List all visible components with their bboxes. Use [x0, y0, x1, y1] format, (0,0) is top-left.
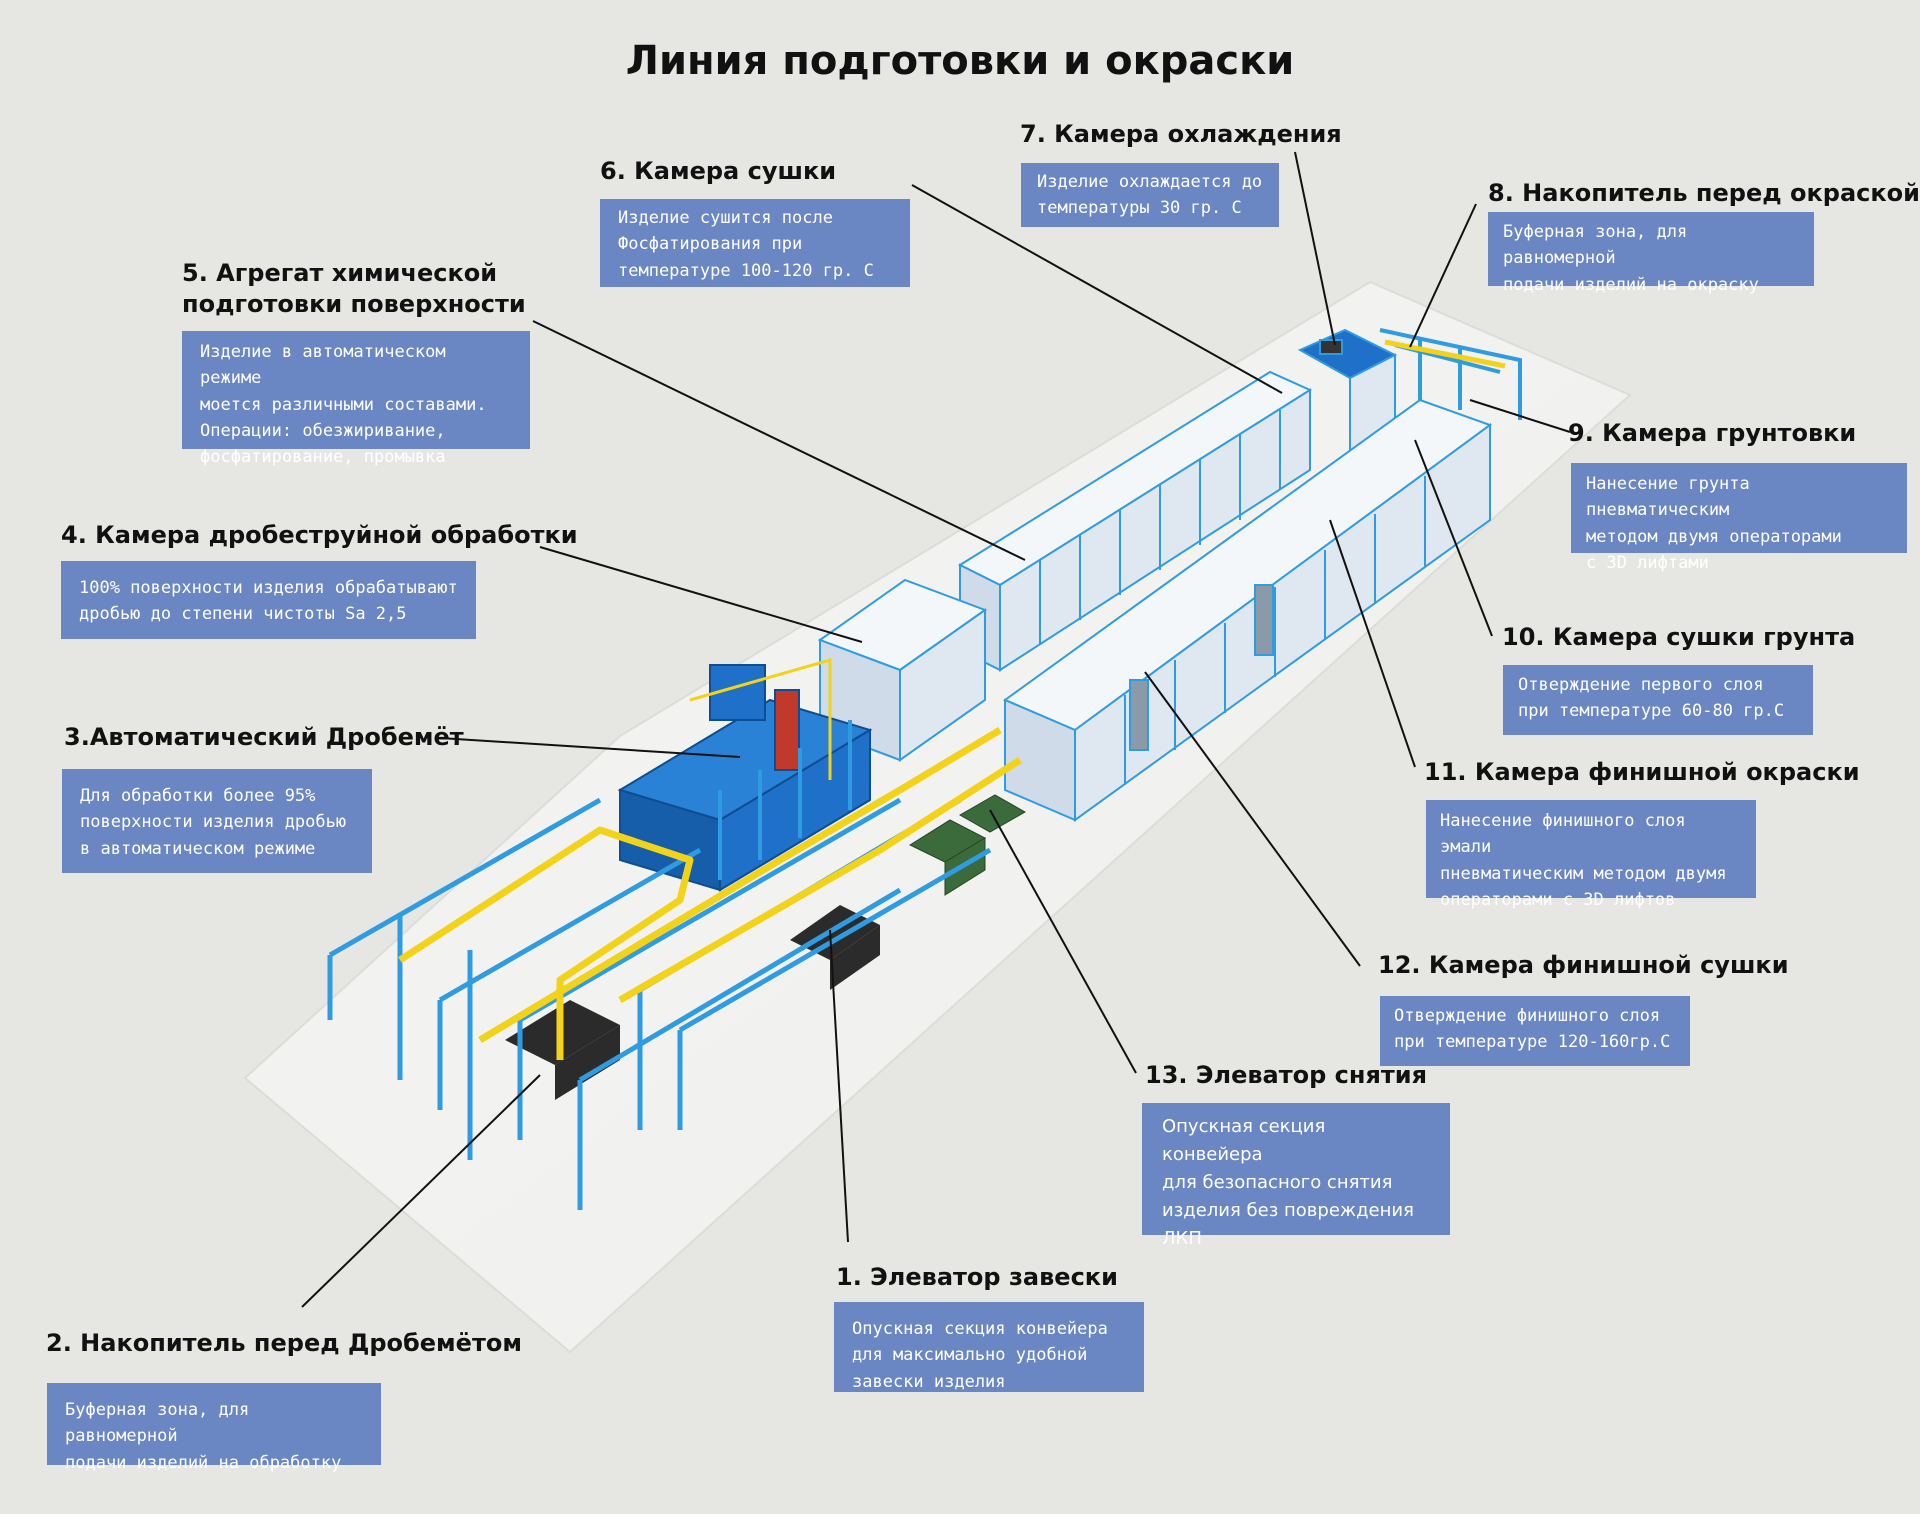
callout-7-title: 7. Камера охлаждения [1020, 120, 1342, 148]
callout-7-line: Изделие охлаждается до [1037, 172, 1263, 192]
callout-7-box: Изделие охлаждается до температуры 30 гр… [1021, 163, 1279, 227]
leader-lines [301, 151, 1571, 1308]
shot-blast-chamber [817, 578, 988, 762]
callout-6-line: температуре 100-120 гр. С [618, 260, 874, 281]
callout-12-title: 12. Камера финишной сушки [1378, 951, 1789, 979]
callout-5-line: фосфатирование, промывка [200, 447, 446, 468]
callout-3-line: поверхности изделия дробью [80, 812, 347, 833]
paint-buffer-conveyor [1384, 339, 1506, 369]
callout-11-line: операторами с 3D лифтов [1440, 890, 1676, 911]
callout-1-line: завески изделия [852, 1371, 1006, 1392]
callout-13-line: ЛКП [1162, 1227, 1202, 1249]
callout-8-line: Буферная зона, для равномерной [1503, 222, 1688, 269]
callout-8-box: Буферная зона, для равномерной подачи из… [1488, 212, 1814, 295]
callout-10-title: 10. Камера сушки грунта [1502, 623, 1856, 651]
callout-11-title: 11. Камера финишной окраски [1424, 758, 1860, 786]
shot-blaster-machine [617, 658, 873, 892]
callout-12-line: при температуре 120-160гр.С [1394, 1032, 1671, 1053]
callout-13-title: 13. Элеватор снятия [1145, 1061, 1428, 1089]
callout-10-box: Отверждение первого слоя при температуре… [1503, 665, 1813, 735]
callout-9-box: Нанесение грунта пневматическим методом … [1571, 463, 1907, 573]
callout-1-title: 1. Элеватор завески [836, 1263, 1118, 1291]
callout-6-line: Изделие сушится после [618, 208, 833, 228]
callout-9-line: Нанесение грунта пневматическим [1586, 474, 1750, 521]
callout-3-box: Для обработки более 95% поверхности изде… [62, 769, 372, 873]
load-elevator [718, 720, 852, 880]
callout-4-line: 100% поверхности изделия обрабатывают [79, 578, 458, 598]
callout-6-line: Фосфатирования при [618, 234, 803, 255]
callout-12-line: Отверждение финишного слоя [1394, 1006, 1661, 1026]
upper-booth-row [957, 370, 1313, 672]
yellow-conveyor [398, 726, 1022, 1060]
callout-13-line: для безопасного снятия [1162, 1171, 1393, 1193]
callout-9-line: методом двумя операторами [1586, 526, 1842, 547]
callout-5-line: моется различными составами. [200, 394, 487, 415]
callout-12-box: Отверждение финишного слоя при температу… [1380, 996, 1690, 1066]
callout-3-title: 3.Автоматический Дробемёт [64, 723, 464, 751]
callout-5-box: Изделие в автоматическом режиме моется р… [182, 331, 530, 467]
callout-8-line: подачи изделий на окраску [1503, 274, 1759, 295]
callout-1-line: для максимально удобной [852, 1345, 1088, 1366]
callout-6-title: 6. Камера сушки [600, 157, 837, 185]
callout-11-box: Нанесение финишного слоя эмали пневматич… [1426, 800, 1756, 910]
callout-9-title: 9. Камера грунтовки [1568, 419, 1857, 447]
callout-4-box: 100% поверхности изделия обрабатывают др… [61, 561, 476, 639]
callout-3-line: Для обработки более 95% [80, 786, 316, 806]
callout-13-line: изделия без повреждения [1162, 1199, 1414, 1221]
callout-5-line: Операции: обезжиривание, [200, 421, 446, 442]
callout-2-title: 2. Накопитель перед Дробемётом [46, 1329, 522, 1357]
callout-8-title: 8. Накопитель перед окраской [1488, 179, 1920, 207]
callout-2-line: подачи изделий на обработку [65, 1452, 342, 1473]
callout-3-line: в автоматическом режиме [80, 838, 316, 859]
callout-4-line: дробью до степени чистоты Sa 2,5 [79, 604, 407, 625]
callout-5-title: 5. Агрегат химической подготовки поверхн… [182, 259, 526, 319]
callout-13-line: Опускная секция конвейера [1162, 1116, 1326, 1165]
callout-11-line: пневматическим методом двумя [1440, 863, 1727, 884]
callout-4-title: 4. Камера дробеструйной обработки [61, 521, 578, 549]
callout-11-line: Нанесение финишного слоя эмали [1440, 811, 1686, 858]
callout-10-line: при температуре 60-80 гр.С [1518, 701, 1785, 722]
callout-2-line: Буферная зона, для равномерной [65, 1400, 250, 1447]
callout-10-line: Отверждение первого слоя [1518, 675, 1764, 695]
callout-2-box: Буферная зона, для равномерной подачи из… [47, 1383, 381, 1473]
page-title: Линия подготовки и окраски [625, 38, 1295, 84]
callout-1-box: Опускная секция конвейера для максимальн… [834, 1302, 1144, 1392]
callout-9-line: с 3D лифтами [1586, 553, 1709, 574]
callout-7-line: температуры 30 гр. С [1037, 198, 1242, 219]
callout-1-line: Опускная секция конвейера [852, 1319, 1108, 1339]
lower-booth-row [1002, 398, 1493, 822]
callout-5-line: Изделие в автоматическом режиме [200, 342, 446, 389]
callout-6-box: Изделие сушится после Фосфатирования при… [600, 199, 910, 287]
callout-13-box: Опускная секция конвейера для безопасног… [1142, 1103, 1450, 1249]
